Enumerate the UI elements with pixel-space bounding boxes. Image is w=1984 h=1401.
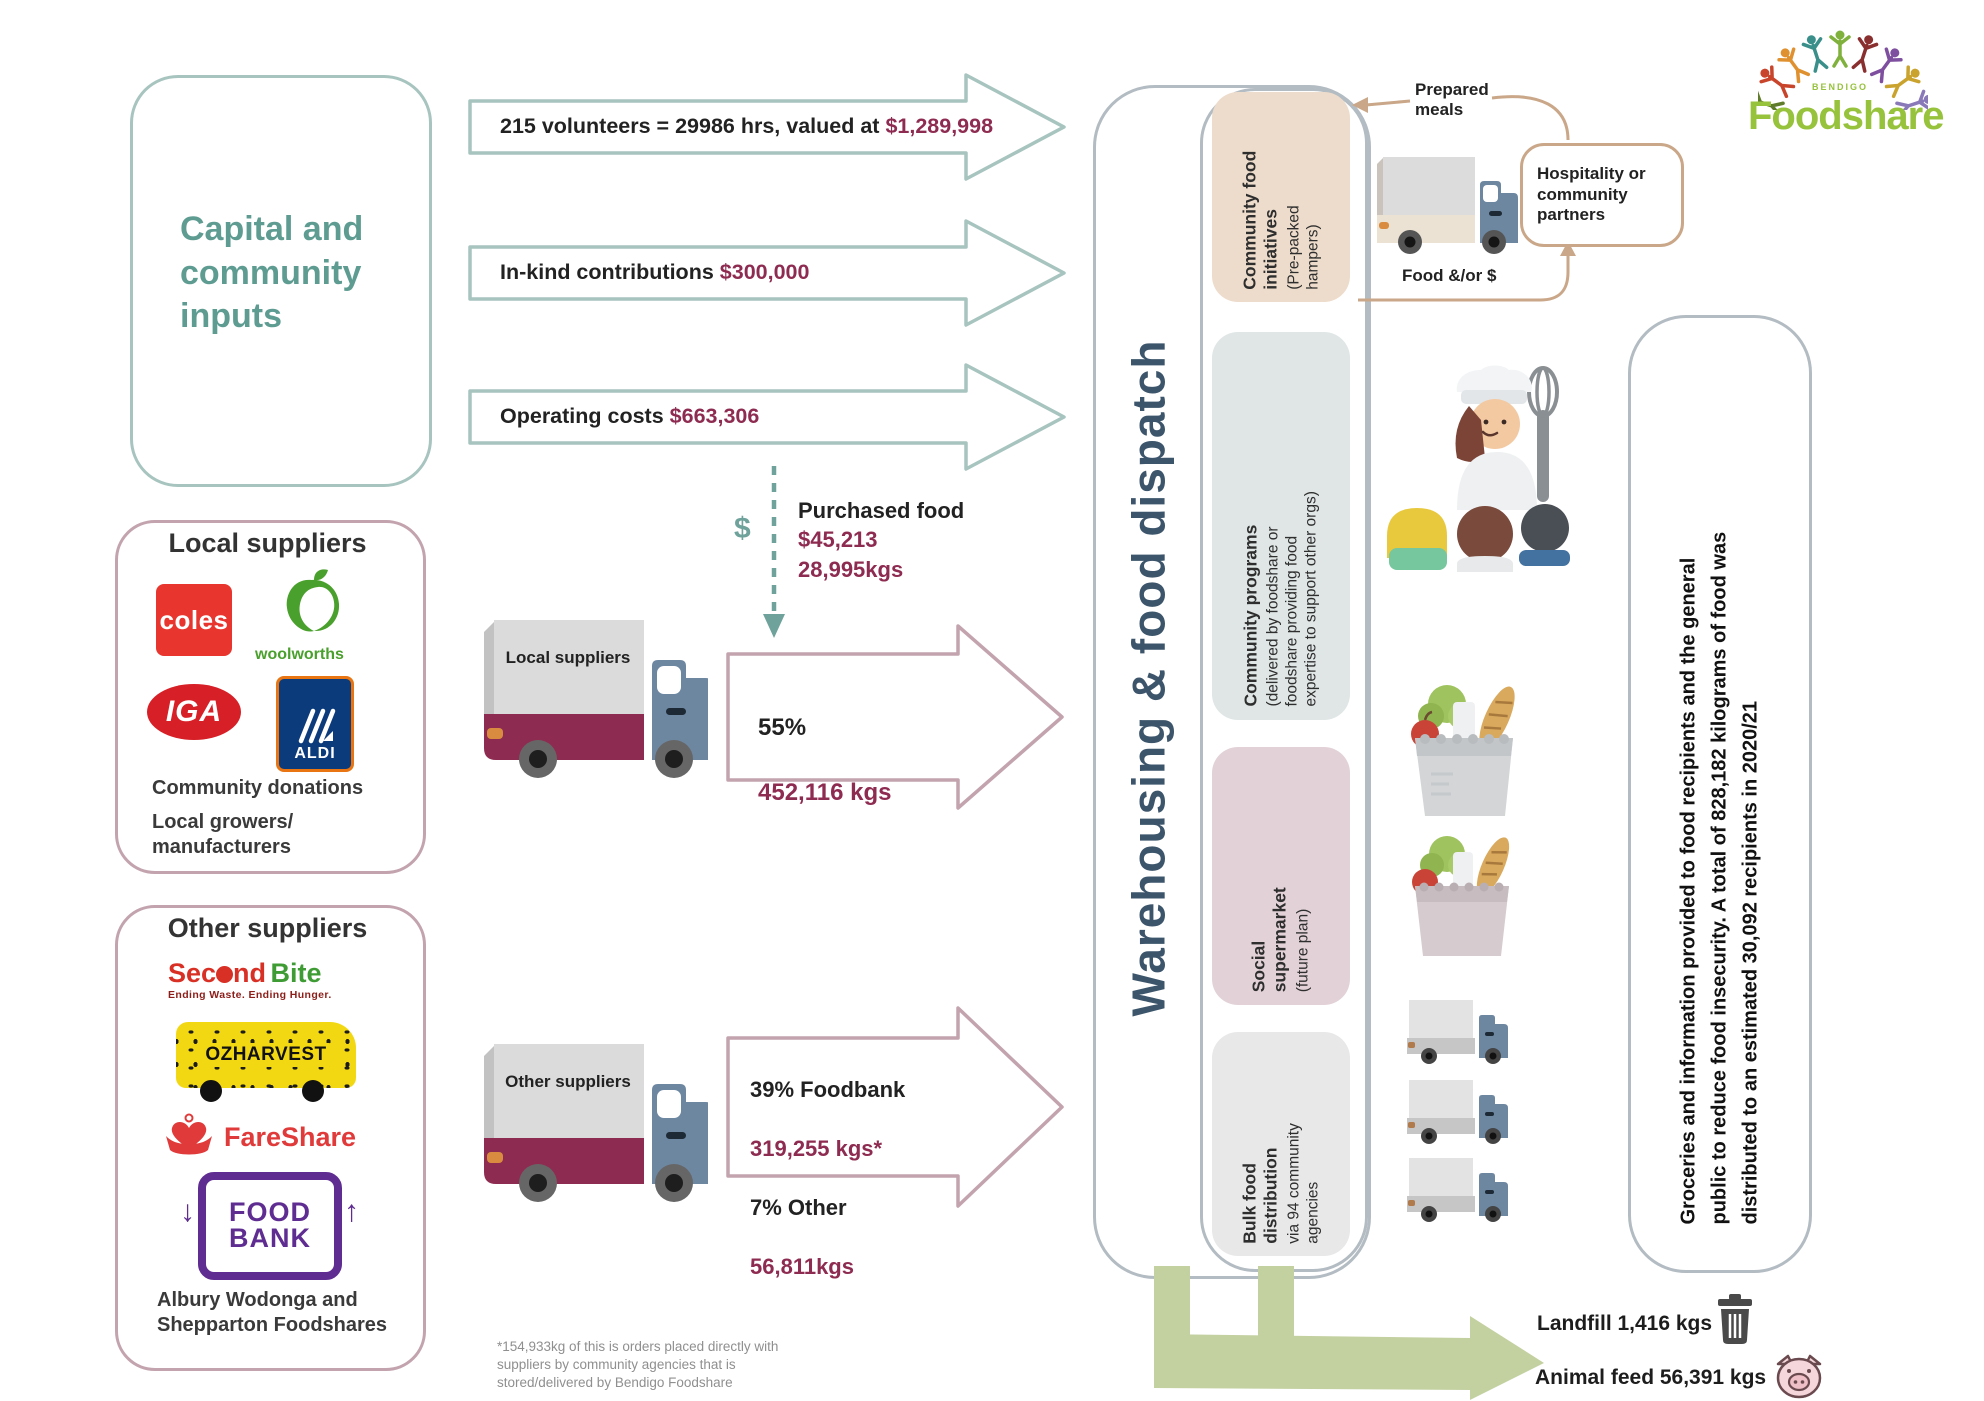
input-arrow-inkind-text: In-kind contributions $300,000 [500, 260, 809, 285]
other-flow-line3: 7% Other [750, 1195, 847, 1221]
grocery-bag-icon-2 [1412, 836, 1510, 956]
input-arrow-volunteers-shape [468, 73, 1066, 181]
aldi-stripes-icon [298, 708, 336, 744]
local-flow-weight: 452,116 kgs [758, 779, 892, 807]
other-flow-line1: 39% Foodbank [750, 1077, 906, 1103]
aldi-text: ALDI [294, 745, 336, 762]
trash-icon [1718, 1294, 1752, 1344]
footnote: *154,933kg of this is orders placed dire… [497, 1339, 779, 1391]
category-4-subtitle: via 94 community agencies [1284, 1123, 1321, 1244]
hampers-flow-connectors [1352, 95, 1576, 302]
category-2-title: Community programs [1240, 525, 1261, 707]
other-suppliers-note: Albury Wodonga and Shepparton Foodshares [157, 1289, 388, 1336]
foodbank-line1: FOOD [229, 1197, 311, 1228]
local-suppliers-truck-icon [484, 620, 708, 778]
purchased-food-amount: $45,213 [798, 527, 878, 553]
food-or-dollars-label: Food &/or $ [1402, 266, 1497, 285]
volunteers-value: $1,289,998 [885, 114, 994, 138]
local-suppliers-title: Local suppliers [168, 528, 367, 558]
waste-flow-arrow [1154, 1266, 1544, 1400]
pig-icon [1776, 1354, 1822, 1399]
ozharvest-wheel-left-icon [200, 1080, 222, 1102]
capital-inputs-box [130, 75, 432, 487]
purchased-food-dashed-arrow [763, 466, 785, 638]
local-truck-label: Local suppliers [505, 648, 631, 667]
hospitality-partners-text: Hospitality or community partners [1537, 164, 1646, 225]
purchased-food-weight: 28,995kgs [798, 556, 904, 582]
warehouse-title: Warehousing & food dispatch [1122, 339, 1175, 1017]
local-flow-arrow-shape [726, 624, 1064, 810]
inkind-value: $300,000 [719, 260, 810, 284]
operating-label: Operating costs [500, 404, 664, 428]
category-3-title: Social supermarket [1248, 886, 1291, 992]
input-arrow-operating-text: Operating costs $663,306 [500, 404, 759, 429]
purchased-food-block: Purchased food $45,213 28,995kgs [798, 496, 964, 584]
woolworths-icon [286, 569, 340, 632]
other-flow-arrow-shape [726, 1006, 1064, 1208]
category-community-programs: Community programs (delivered by foodsha… [1212, 332, 1350, 720]
local-flow-percent: 55% [758, 714, 807, 742]
other-suppliers-truck-icon [484, 1044, 708, 1202]
prepared-meals-label: Prepared meals [1415, 80, 1489, 120]
iga-logo: IGA [147, 684, 241, 740]
input-arrow-volunteers-text: 215 volunteers = 29986 hrs, valued at $1… [500, 114, 993, 139]
grocery-bag-icon-1 [1411, 685, 1515, 816]
category-2-subtitle: (delivered by foodshare or foodshare pro… [1264, 491, 1320, 707]
category-community-food-initiatives: Community food initiatives (Pre-packed h… [1212, 92, 1350, 302]
warehouse-title-strip: Warehousing & food dispatch [1095, 88, 1201, 1268]
fareshare-logo: FareShare [224, 1122, 357, 1152]
local-note-growers: Local growers/ manufacturers [152, 811, 294, 858]
secondbite-apple-icon [216, 966, 234, 983]
chef-and-community-icon [1387, 365, 1570, 572]
other-flow-text: 39% Foodbank 319,255 kgs* 7% Other 56,81… [750, 1046, 905, 1311]
woolworths-logo: woolworths [255, 646, 344, 663]
aldi-logo: ALDI [276, 676, 354, 772]
operating-value: $663,306 [669, 404, 760, 428]
other-flow-line2: 319,255 kgs* [750, 1136, 883, 1162]
other-truck-label: Other suppliers [505, 1072, 631, 1091]
outcome-summary: Groceries and information provided to fo… [1677, 531, 1762, 1224]
dollar-icon: $ [734, 512, 751, 545]
category-social-supermarket: Social supermarket (future plan) [1212, 747, 1350, 1005]
bulk-distribution-trucks-icon [1407, 1000, 1508, 1222]
dispatch-truck-icon [1377, 157, 1518, 254]
animal-feed-label: Animal feed 56,391 kgs [1535, 1366, 1767, 1389]
outcome-box: Groceries and information provided to fo… [1628, 315, 1812, 1273]
secondbite-part2: nd [233, 958, 267, 988]
fareshare-icon [166, 1113, 212, 1155]
other-suppliers-title: Other suppliers [167, 913, 368, 943]
landfill-label: Landfill 1,416 kgs [1537, 1312, 1713, 1335]
local-flow-text: 55% 452,116 kgs [758, 680, 891, 842]
foodbank-logo: FOOD BANK ↓ ↑ [180, 1172, 359, 1280]
category-1-title: Community food initiatives [1239, 150, 1281, 290]
foodshare-logo-text: Foodshare [1748, 94, 1944, 138]
foodshare-logo-bendigo: BENDIGO [1812, 82, 1869, 92]
ozharvest-van-logo: OZHARVEST [176, 1022, 356, 1088]
foodbank-line2: BANK [229, 1223, 311, 1253]
local-note-donations: Community donations [152, 777, 364, 799]
volunteers-label: 215 volunteers = 29986 hrs, valued at [500, 114, 880, 138]
foodshare-people-arch-icon [1758, 30, 1928, 110]
input-arrow-inkind-shape [468, 219, 1066, 327]
other-flow-line4: 56,811kgs [750, 1254, 854, 1280]
secondbite-part1: Sec [168, 958, 217, 988]
foodbank-up-arrow-icon: ↑ [344, 1195, 360, 1228]
secondbite-tagline: Ending Waste. Ending Hunger. [168, 989, 332, 1001]
category-3-subtitle: (future plan) [1294, 908, 1312, 992]
category-1-subtitle: (Pre-packed hampers) [1284, 205, 1321, 290]
capital-inputs-title: Capital and community inputs [180, 210, 364, 336]
category-bulk-food-distribution: Bulk food distribution via 94 community … [1212, 1032, 1350, 1256]
purchased-food-title: Purchased food [798, 498, 965, 523]
coles-logo: coles [156, 584, 232, 656]
secondbite-part3: Bite [270, 958, 322, 988]
inkind-label: In-kind contributions [500, 260, 714, 284]
input-arrow-operating-shape [468, 363, 1066, 471]
ozharvest-wheel-right-icon [302, 1080, 324, 1102]
hospitality-partners-box: Hospitality or community partners [1520, 143, 1684, 247]
foodbank-down-arrow-icon: ↓ [180, 1195, 196, 1228]
ozharvest-text: OZHARVEST [200, 1043, 332, 1067]
category-4-title: Bulk food distribution [1239, 1147, 1281, 1244]
